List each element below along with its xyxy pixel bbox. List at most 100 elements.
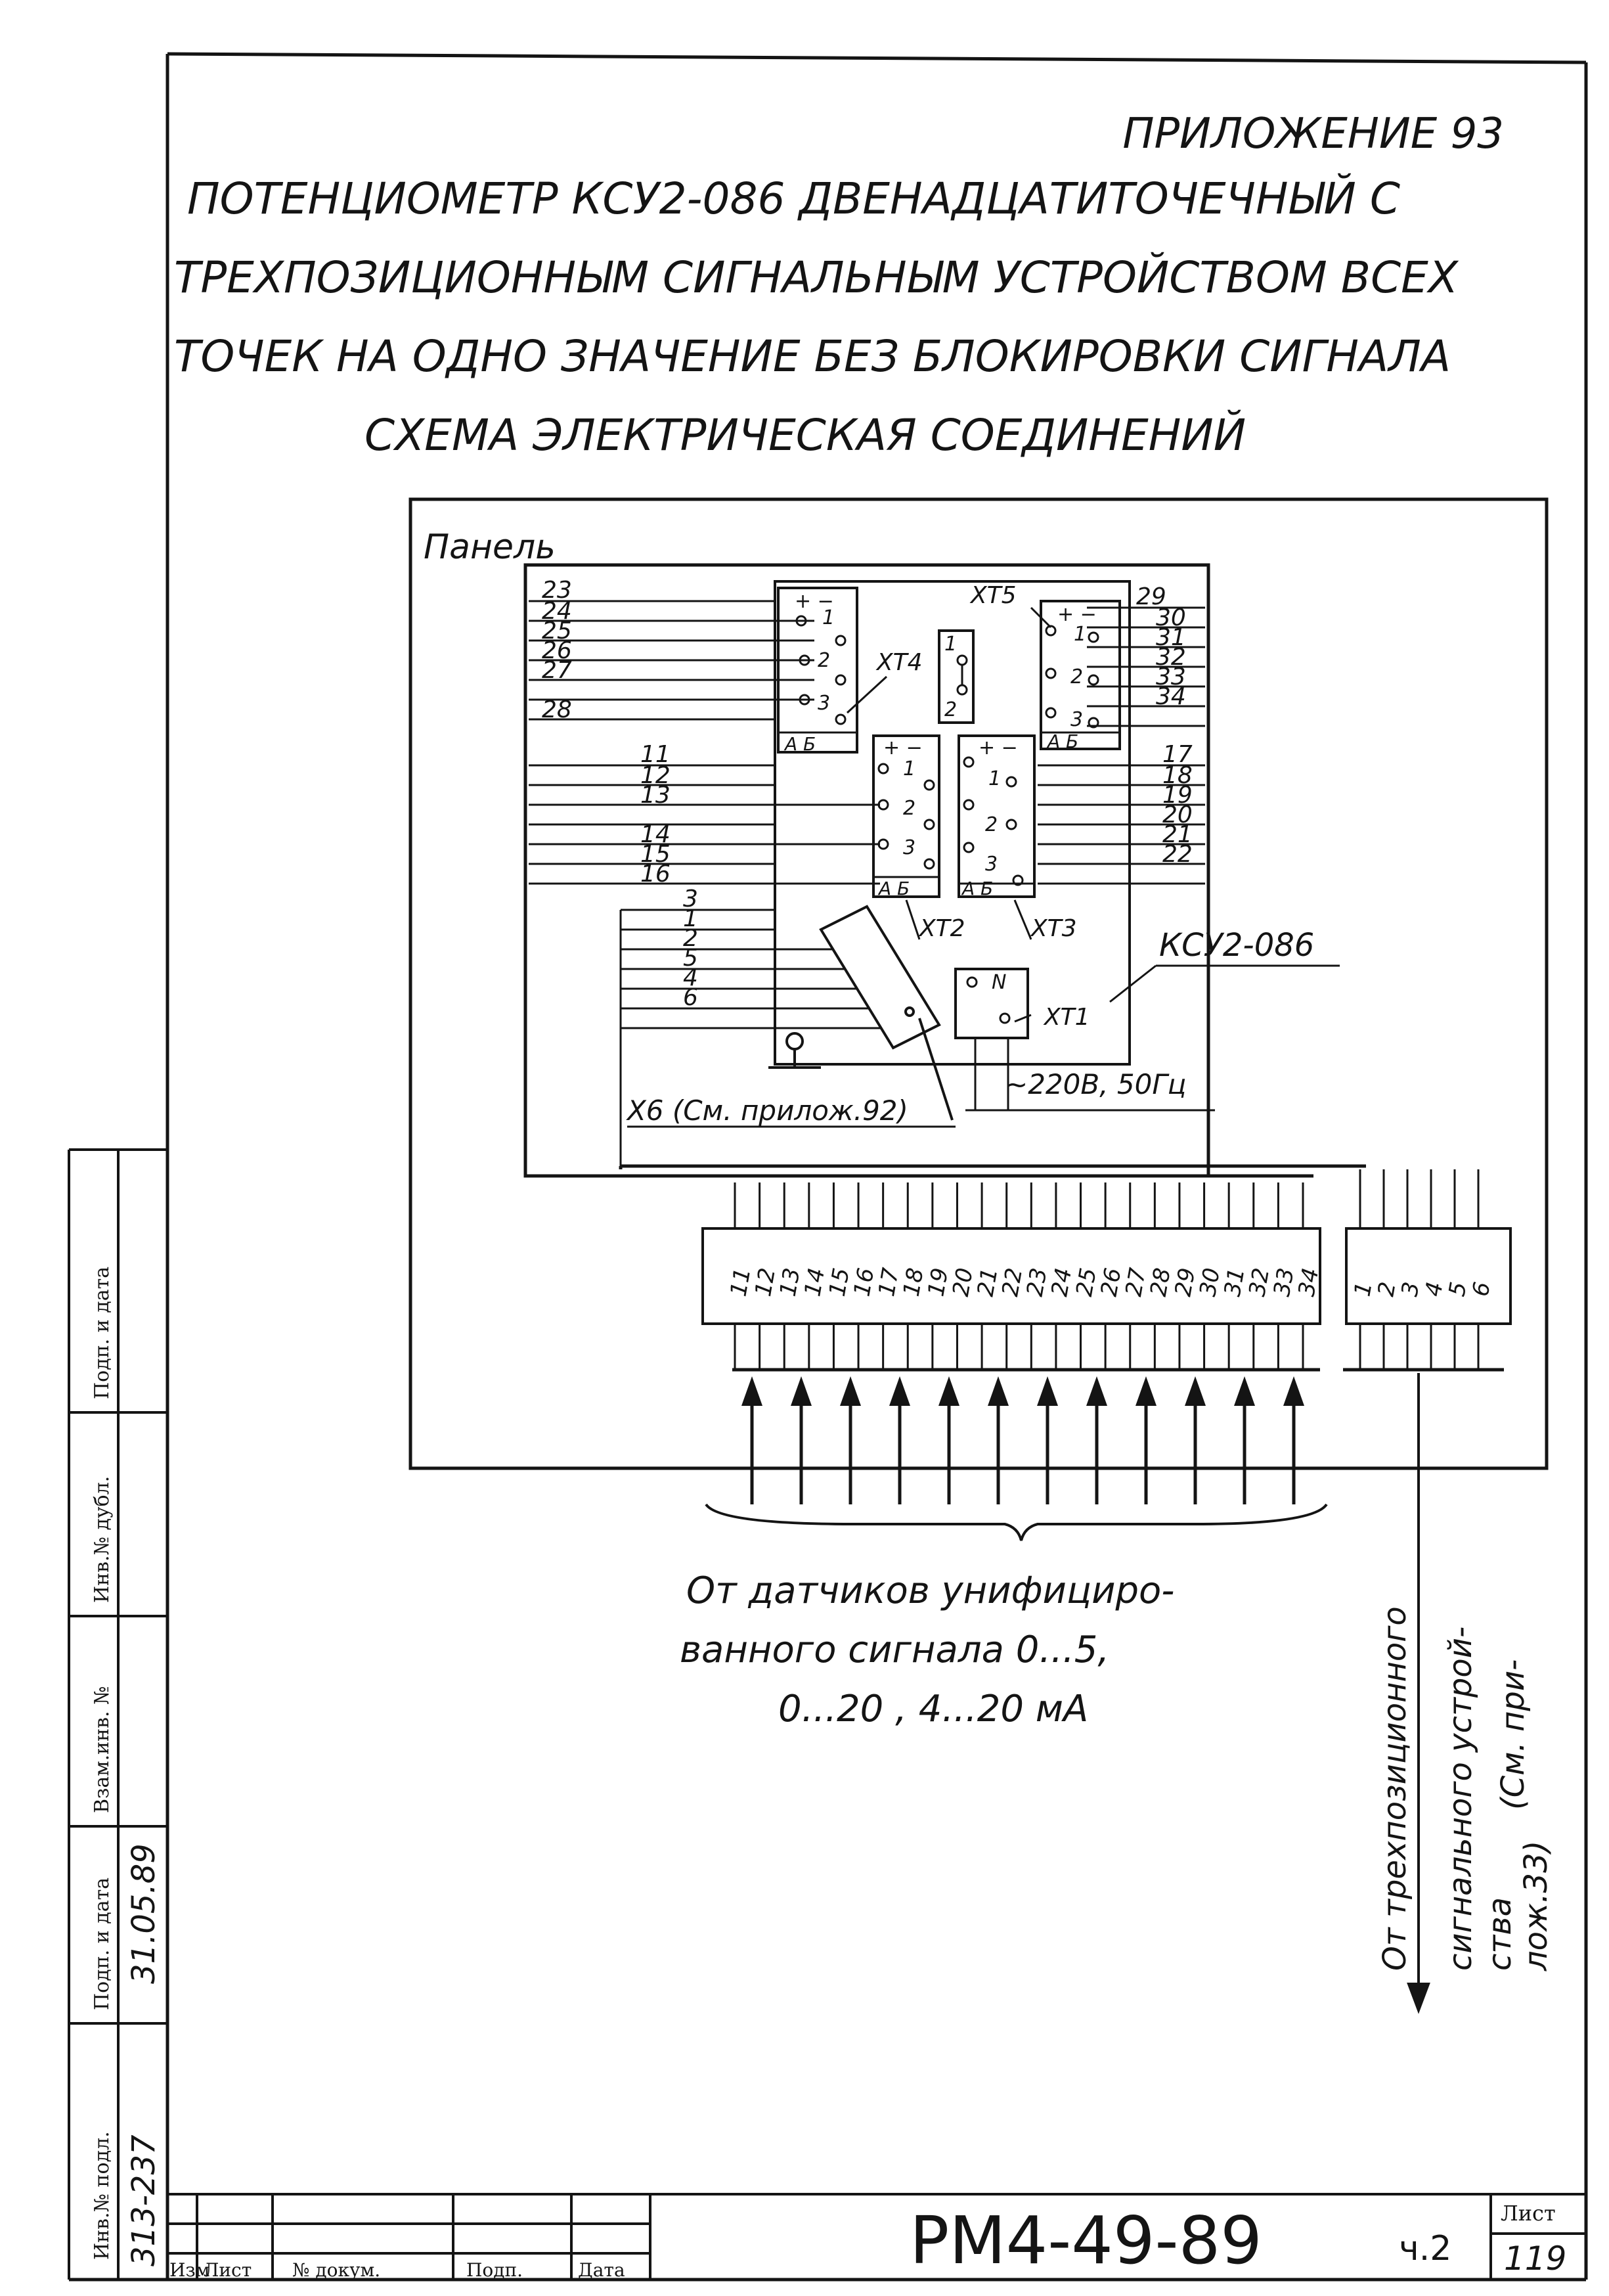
xt4-label: XT4 [875,649,923,676]
strip-terminal-label: 27 [1120,1266,1151,1299]
block-ab: А Б [877,878,910,899]
block-term-number: 3 [818,692,830,715]
wire-label: 14 [640,821,671,848]
xt1-n-label: N [992,971,1006,994]
block-ab: А Б [1046,731,1078,752]
signal-caption-line-3: ства [1482,1897,1518,1971]
xt2-label: XT2 [918,915,965,942]
wire-label: 20 [1162,801,1193,828]
sensor-arrow-head [1135,1376,1157,1406]
sensor-arrow-head [1234,1376,1255,1406]
tb-designation: РМ4-49-89 [910,2202,1262,2279]
block-term-number: 2 [1070,665,1083,688]
strip-terminal-label: 25 [1071,1266,1102,1299]
terminal-xt4: 1 2 XT4 [846,629,975,724]
right-mid-wire-labels: 17 18 19 20 21 22 [1162,741,1193,868]
left-bottom-wires [619,909,903,1169]
right-top-wire-labels: 29 30 31 32 33 34 [1136,583,1186,710]
tb-part: ч.2 [1399,2229,1451,2268]
wire-label: 24 [542,598,572,625]
wire-label: 32 [1156,644,1186,671]
wire-label: 1 [683,905,698,932]
block-ab: А Б [961,878,993,899]
wire-label: 16 [640,861,671,888]
wire-label: 6 [683,984,698,1011]
device-label: КСУ2-086 [1159,927,1314,964]
block-term-number: 3 [985,853,998,876]
stamp-inv-value: 313-237 [125,2134,162,2266]
sensor-brace [705,1503,1328,1541]
stamp-label-inv: Инв.№ подл. [91,2131,114,2260]
title-block [167,2193,1586,2280]
right-top-wires [1087,606,1205,727]
wire-label: 21 [1162,821,1193,848]
wire-label: 3 [683,886,698,912]
wire-label: 11 [640,741,671,768]
block-term-number: 1 [822,606,835,629]
left-mid-wires [529,764,880,885]
xt4-term-number: 1 [944,633,957,656]
strip-terminal-label: 24 [1046,1266,1077,1299]
strip-labels-left: 1112131415161718192021222324252627282930… [725,1266,1324,1299]
appendix-label: ПРИЛОЖЕНИЕ 93 [1122,110,1504,158]
title-line-2: ТРЕХПОЗИЦИОННЫМ СИГНАЛЬНЫМ УСТРОЙСТВОМ В… [174,252,1459,303]
wire-label: 31 [1156,624,1186,651]
tb-sheet-label: Лист [1501,2201,1556,2226]
left-bottom-wire-labels: 3 1 2 5 4 6 [683,886,698,1011]
wire-label: 2 [683,925,698,952]
wire-label: 27 [542,657,572,684]
stamp-label-sign: Подп. и дата [91,1878,114,2010]
wire-label: 22 [1162,841,1193,868]
block-polarity: + − [883,736,923,759]
strip-terminal-label: 21 [973,1266,1003,1299]
title-line-3: ТОЧЕК НА ОДНО ЗНАЧЕНИЕ БЕЗ БЛОКИРОВКИ СИ… [174,331,1451,382]
block-term-number: 3 [1070,708,1083,731]
left-top-wires [529,600,814,721]
tb-sheet-number: 119 [1504,2240,1566,2278]
strip-terminal-label: 16 [849,1266,880,1299]
stamp-label-dup: Инв.№ дубл. [91,1476,114,1603]
terminal-strip [701,1227,1321,1325]
signal-arrow [1407,1373,1430,2014]
sensor-arrow-head [791,1376,812,1406]
stamp-label-sign-2: Подп. и дата [91,1267,114,1399]
sensors-caption-line-1: От датчиков унифициро- [686,1569,1174,1612]
xt5-label: XT5 [969,582,1017,609]
tb-header-change: Изм [169,2259,209,2281]
sensor-arrow-head [1086,1376,1107,1406]
block-ab: А Б [783,733,816,755]
panel-outline [408,497,1549,1470]
strip-terminal-label: 14 [799,1266,830,1299]
wire-label: 18 [1162,762,1193,789]
wire-label: 5 [683,945,698,972]
strip-terminal-label: 34 [1293,1266,1324,1299]
xt4-term-number: 2 [944,698,957,721]
strip-terminal-label: 18 [898,1266,929,1299]
sensor-arrow-head [1185,1376,1206,1406]
strip-terminal-label: 31 [1220,1266,1250,1299]
stamp-date-value: 31.05.89 [125,1843,162,1984]
tb-header-sign: Подп. [466,2259,523,2281]
wire-label: 15 [640,841,671,868]
wire-label: 34 [1156,683,1186,710]
bus-wires [525,1164,1366,1178]
right-mid-wires [1038,764,1205,885]
wire-label: 29 [1136,583,1166,610]
strip-terminal-label: 17 [873,1266,904,1299]
signal-caption-line-2: сигнального устрой- [1442,1627,1479,1971]
strip-terminal-label: 28 [1145,1266,1176,1299]
sensor-arrow-head [988,1376,1009,1406]
block-term-number: 1 [988,767,1001,790]
strip-terminal-label: 12 [750,1266,781,1299]
panel-label: Панель [424,528,556,567]
stamp-label-replace: Взам.инв. № [91,1686,114,1813]
terminal-xt1: N XT1 [954,968,1090,1110]
wire-label: 25 [542,618,572,644]
strip-terminal-label: 22 [997,1266,1028,1299]
terminal-block-left-top: + − 1 2 3 А Б [777,587,858,755]
strip-terminal-label: 30 [1195,1266,1225,1299]
wire-label: 28 [542,696,572,723]
sensor-arrow-head [1283,1376,1304,1406]
wire-label: 23 [542,577,572,604]
